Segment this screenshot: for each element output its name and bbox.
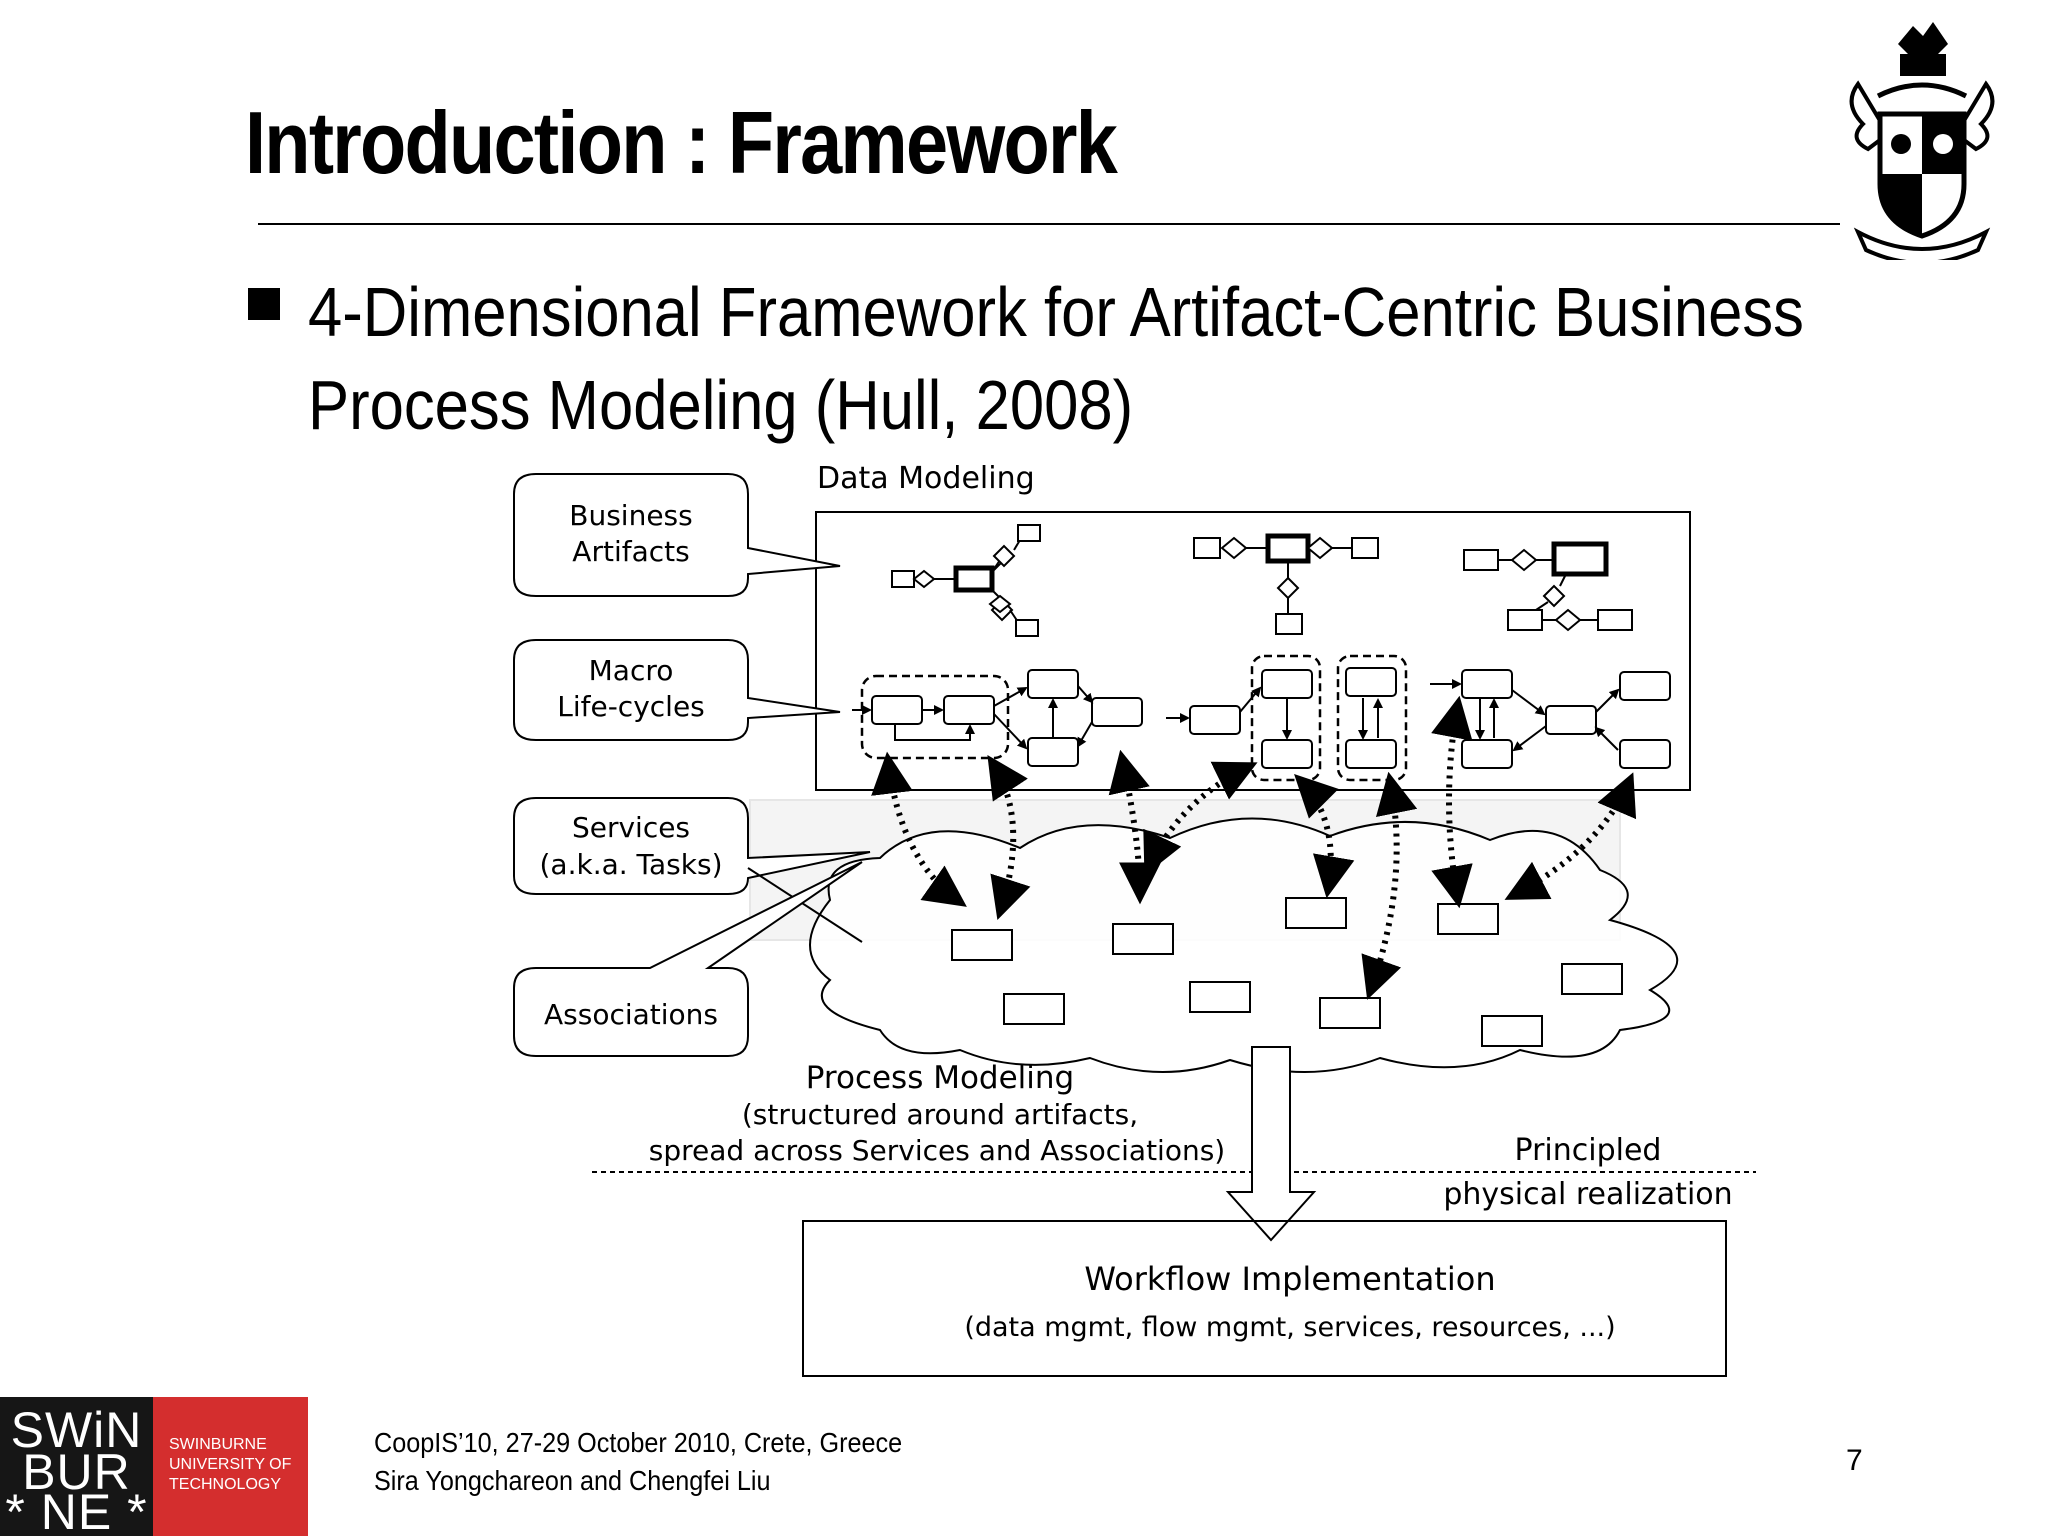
callout-services: Services (a.k.a. Tasks) xyxy=(513,797,871,943)
slide-title: Introduction : Framework xyxy=(245,93,1118,192)
artifacts-label: Artifacts xyxy=(572,535,689,568)
footer-text: CoopIS’10, 27-29 October 2010, Crete, Gr… xyxy=(374,1424,902,1500)
lifecycle-2 xyxy=(1166,654,1408,782)
logo-red-panel: SWINBURNE UNIVERSITY OF TECHNOLOGY xyxy=(153,1397,308,1536)
process-cloud xyxy=(809,817,1679,1073)
framework-diagram: Data Modeling xyxy=(513,461,1756,1377)
logo-university-name: SWINBURNE UNIVERSITY OF TECHNOLOGY xyxy=(169,1435,291,1495)
process-modeling-line2: (structured around artifacts, xyxy=(742,1098,1138,1131)
services-label: Services xyxy=(572,811,690,844)
logo-uni-line-2: UNIVERSITY OF xyxy=(169,1456,292,1473)
callout-associations: Associations xyxy=(513,861,863,1057)
workflow-subtitle: (data mgmt, flow mgmt, services, resourc… xyxy=(964,1312,1615,1343)
process-modeling-title: Process Modeling xyxy=(806,1060,1074,1096)
bullet-line-1: 4-Dimensional Framework for Artifact-Cen… xyxy=(308,273,1804,351)
bullet-square-icon xyxy=(248,288,280,320)
logo-uni-line-3: TECHNOLOGY xyxy=(169,1476,282,1493)
lifecycle-1 xyxy=(852,669,1143,767)
logo-uni-line-1: SWINBURNE xyxy=(169,1436,267,1453)
logo-line-3: * NE * xyxy=(5,1484,148,1540)
business-label: Business xyxy=(569,499,692,532)
footer-line-2: Sira Yongchareon and Chengfei Liu xyxy=(374,1465,771,1496)
data-modeling-label: Data Modeling xyxy=(817,461,1035,496)
logo-line-1: SWiN xyxy=(10,1402,143,1458)
service-boxes xyxy=(951,897,1623,1047)
realization-arrow xyxy=(1225,1046,1317,1242)
lifecycles-label: Life-cycles xyxy=(557,690,705,723)
process-modeling-line3: spread across Services and Associations) xyxy=(649,1134,1225,1167)
logo-line-2: BUR xyxy=(22,1444,131,1500)
workflow-title: Workflow Implementation xyxy=(1084,1260,1495,1298)
tasks-label: (a.k.a. Tasks) xyxy=(540,848,723,881)
title-divider xyxy=(258,223,1840,225)
associations-label: Associations xyxy=(544,998,718,1031)
logo-wordmark: SWiN BUR * NE * xyxy=(0,1397,153,1540)
lifecycle-3 xyxy=(1430,669,1671,769)
bullet-line-2: Process Modeling (Hull, 2008) xyxy=(308,366,1134,444)
business-artifact-graph-1 xyxy=(891,524,1041,637)
association-arrows xyxy=(871,695,1637,1000)
workflow-box xyxy=(802,1220,1727,1377)
bullet-text: 4-Dimensional Framework for Artifact-Cen… xyxy=(308,266,1804,452)
callout-business-artifacts: Business Artifacts xyxy=(513,473,841,597)
footer-line-1: CoopIS’10, 27-29 October 2010, Crete, Gr… xyxy=(374,1427,903,1458)
swinburne-logo: SWiN BUR * NE * SWINBURNE UNIVERSITY OF … xyxy=(0,1397,308,1540)
principled-label: Principled xyxy=(1515,1133,1662,1168)
business-artifact-graph-2 xyxy=(1193,533,1379,635)
physical-realization-label: physical realization xyxy=(1443,1177,1732,1212)
page-number: 7 xyxy=(1846,1444,1863,1477)
business-artifact-graph-3 xyxy=(1463,541,1633,632)
university-crest-icon xyxy=(1849,22,1995,260)
callout-macro-lifecycles: Macro Life-cycles xyxy=(513,639,841,741)
macro-label: Macro xyxy=(589,654,674,687)
